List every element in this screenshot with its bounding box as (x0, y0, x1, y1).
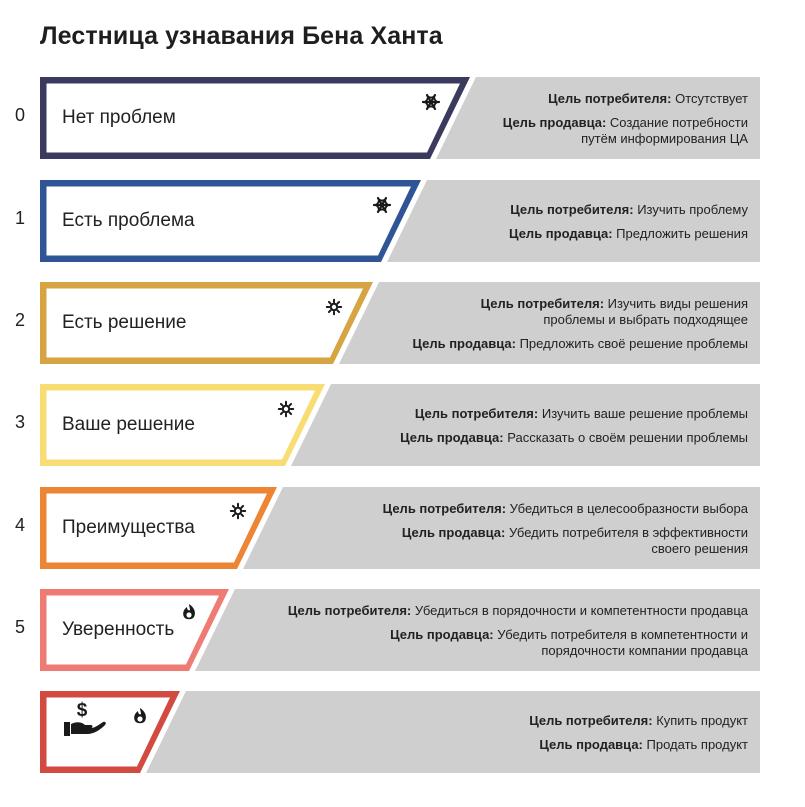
snowflake-icon (372, 196, 392, 214)
stage-shape (40, 180, 760, 262)
goal-panel (339, 282, 760, 364)
seller-goal-label: Цель продавца: (401, 525, 506, 540)
stage-number: 2 (14, 310, 25, 330)
seller-goal: Цель продавца: Убедить потребителя в эфф… (383, 525, 748, 557)
consumer-goal-label: Цель потребителя: (414, 406, 539, 421)
consumer-goal: Цель потребителя: Купить продукт (529, 713, 748, 729)
ladder-stage: 2 Есть решение Цель потребителя: Изучить в… (0, 282, 805, 366)
consumer-goal-label: Цель потребителя: (548, 91, 672, 106)
stage-shape (40, 487, 760, 569)
sun-icon (277, 400, 295, 418)
consumer-goal-text: Отсутствует (675, 91, 748, 106)
seller-goal-text: Создание потребности путём информировани… (581, 115, 748, 146)
svg-text:$: $ (77, 700, 88, 721)
consumer-goal-label: Цель потребителя: (510, 202, 634, 217)
ladder-stage: 0 Нет проблем Цель потребителя: Отсутствуе… (0, 77, 805, 161)
stage-label: Есть проблема (62, 210, 195, 231)
stage-goals: Цель потребителя: Убедиться в целесообра… (383, 487, 748, 571)
money-hand-icon: $ (64, 700, 106, 736)
fire-icon (183, 604, 195, 620)
seller-goal-label: Цель продавца: (502, 115, 607, 130)
seller-goal-label: Цель продавца: (400, 430, 504, 445)
stage-label: Нет проблем (62, 107, 176, 128)
ladder-stage: 3 Ваше решение Цель потребителя: Изучить в… (0, 384, 805, 468)
consumer-goal-label: Цель потребителя: (529, 713, 653, 728)
seller-goal-text: Продать продукт (646, 737, 748, 752)
goal-panel (146, 691, 760, 773)
stage-goals: Цель потребителя: Изучить ваше решение п… (400, 384, 748, 468)
stage-label: Преимущества (62, 517, 195, 538)
seller-goal-label: Цель продавца: (509, 226, 613, 241)
ladder-stage: 5 Уверенность Цель потребителя: Убедиться … (0, 589, 805, 673)
seller-goal: Цель продавца: Создание потребности путё… (503, 115, 748, 147)
goal-panel (387, 180, 760, 262)
consumer-goal: Цель потребителя: Убедиться в целесообра… (383, 501, 748, 517)
sun-icon (325, 298, 343, 316)
consumer-goal-label: Цель потребителя: (382, 501, 507, 516)
consumer-goal-text: Изучить виды решения проблемы и выбрать … (543, 296, 748, 327)
consumer-goal-text: Изучить проблему (637, 202, 748, 217)
stage-number: 3 (14, 412, 25, 432)
stage-shape (40, 282, 760, 364)
seller-goal-label: Цель продавца: (539, 737, 643, 752)
stage-shape (40, 384, 760, 466)
seller-goal: Цель продавца: Продать продукт (529, 737, 748, 753)
consumer-goal-label: Цель потребителя: (287, 603, 412, 618)
seller-goal-text: Предложить своё решение проблемы (519, 336, 748, 351)
stage-goals: Цель потребителя: Изучить виды решения п… (412, 282, 748, 366)
seller-goal-text: Рассказать о своём решении проблемы (507, 430, 748, 445)
stage-label: Есть решение (62, 312, 187, 333)
consumer-goal-text: Убедиться в порядочности и компетентност… (414, 603, 748, 618)
snowflake-icon (421, 93, 441, 111)
ladder-stage: 4 Преимущества Цель потребителя: Убедиться… (0, 487, 805, 571)
fire-icon (134, 708, 146, 724)
goal-panel (291, 384, 760, 466)
stage-shape: $ (40, 691, 760, 773)
sun-icon (229, 502, 247, 520)
goal-panel (243, 487, 760, 569)
goal-panel (195, 589, 760, 671)
stage-shape (40, 77, 760, 159)
consumer-goal: Цель потребителя: Изучить проблему (509, 202, 748, 218)
seller-goal-text: Убедить потребителя в эффективности свое… (508, 525, 748, 556)
stage-label: Уверенность (62, 619, 175, 640)
stage-number: 4 (14, 515, 25, 535)
seller-goal-label: Цель продавца: (412, 336, 516, 351)
stage-shape (40, 589, 760, 671)
ladder-stage: 1 Есть проблема Цель потребителя: Изучить … (0, 180, 805, 264)
seller-goal: Цель продавца: Рассказать о своём решени… (400, 430, 748, 446)
seller-goal: Цель продавца: Убедить потребителя в ком… (288, 627, 748, 659)
stage-goals: Цель потребителя: Убедиться в порядочнос… (288, 589, 748, 673)
stage-number: 5 (14, 617, 25, 637)
consumer-goal-text: Изучить ваше решение проблемы (541, 406, 748, 421)
consumer-goal: Цель потребителя: Изучить ваше решение п… (400, 406, 748, 422)
seller-goal-text: Предложить решения (616, 226, 748, 241)
stage-number: 0 (14, 105, 25, 125)
seller-goal: Цель продавца: Предложить решения (509, 226, 748, 242)
goal-panel (436, 77, 760, 159)
consumer-goal: Цель потребителя: Изучить виды решения п… (412, 296, 748, 328)
consumer-goal-label: Цель потребителя: (480, 296, 605, 311)
seller-goal-label: Цель продавца: (390, 627, 494, 642)
stage-label: Ваше решение (62, 414, 195, 435)
consumer-goal-text: Убедиться в целесообразности выбора (509, 501, 748, 516)
page-title: Лестница узнавания Бена Ханта (40, 22, 443, 50)
consumer-goal-text: Купить продукт (656, 713, 748, 728)
consumer-goal: Цель потребителя: Отсутствует (503, 91, 748, 107)
seller-goal-text: Убедить потребителя в компетентности и п… (497, 627, 748, 658)
stage-number: 1 (14, 208, 25, 228)
consumer-goal: Цель потребителя: Убедиться в порядочнос… (288, 603, 748, 619)
seller-goal: Цель продавца: Предложить своё решение п… (412, 336, 748, 352)
